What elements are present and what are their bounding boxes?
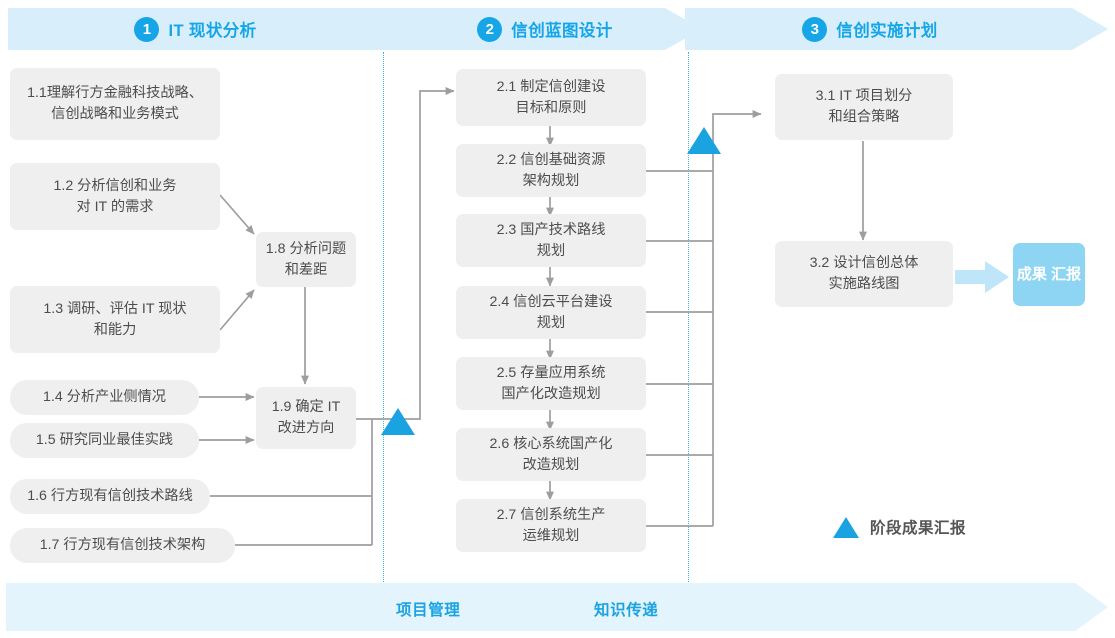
phase-1-title: IT 现状分析	[168, 22, 257, 40]
task-1-7-line-1: 1.7 行方现有信创技术架构	[39, 537, 206, 553]
result-badge-line-2: 汇报	[1051, 266, 1082, 283]
task-box-2-1[interactable]: 2.1 制定信创建设 目标和原则	[456, 69, 646, 126]
result-arrow-shape	[955, 261, 1009, 293]
task-2-4-line-2: 规划	[536, 314, 566, 331]
task-2-7-line-2: 运维规划	[522, 527, 580, 544]
task-box-2-7[interactable]: 2.7 信创系统生产 运维规划	[456, 499, 646, 552]
task-1-8-line-1: 1.8 分析问题	[265, 240, 347, 257]
task-box-2-5[interactable]: 2.5 存量应用系统 国产化改造规划	[456, 357, 646, 410]
legend: 阶段成果汇报	[833, 516, 966, 538]
task-1-9-line-2: 改进方向	[277, 420, 335, 436]
task-1-3-line-2: 和能力	[93, 321, 137, 338]
task-box-1-8[interactable]: 1.8 分析问题 和差距	[256, 232, 356, 287]
task-box-1-2[interactable]: 1.2 分析信创和业务 对 IT 的需求	[10, 163, 220, 230]
phase-3[interactable]: 3 信创实施计划	[700, 8, 1040, 50]
task-box-1-7[interactable]: 1.7 行方现有信创技术架构	[10, 528, 235, 563]
task-2-3-line-2: 规划	[536, 242, 566, 259]
legend-label: 阶段成果汇报	[870, 520, 967, 537]
task-2-3-line-1: 2.3 国产技术路线	[496, 221, 606, 238]
result-badge-line-1: 成果	[1016, 266, 1047, 283]
task-2-2-line-1: 2.2 信创基础资源	[496, 151, 606, 168]
task-box-1-6[interactable]: 1.6 行方现有信创技术路线	[10, 479, 210, 514]
task-3-2-line-2: 实施路线图	[828, 276, 900, 292]
phase-2-title: 信创蓝图设计	[511, 22, 613, 40]
triangle-marker-icon	[833, 516, 859, 538]
task-1-5-line-1: 1.5 研究同业最佳实践	[35, 432, 174, 448]
task-box-1-3[interactable]: 1.3 调研、评估 IT 现状 和能力	[10, 286, 220, 353]
task-box-1-1[interactable]: 1.1理解行方金融科技战略、 信创战略和业务模式	[10, 68, 220, 140]
task-1-3-line-1: 1.3 调研、评估 IT 现状	[43, 300, 187, 317]
task-box-2-6[interactable]: 2.6 核心系统国产化 改造规划	[456, 428, 646, 481]
task-2-1-line-1: 2.1 制定信创建设	[496, 78, 606, 95]
task-1-9-line-1: 1.9 确定 IT	[271, 399, 341, 415]
phase-1[interactable]: 1 IT 现状分析	[8, 8, 383, 50]
task-box-3-1[interactable]: 3.1 IT 项目划分 和组合策略	[775, 74, 953, 140]
task-3-1-line-2: 和组合策略	[828, 109, 900, 125]
bottom-label-project-management[interactable]: 项目管理	[396, 602, 461, 619]
task-2-5-line-1: 2.5 存量应用系统	[496, 364, 606, 381]
result-badge[interactable]: 成果 汇报	[1013, 243, 1085, 306]
task-2-4-line-1: 2.4 信创云平台建设	[489, 293, 613, 310]
task-1-2-line-2: 对 IT 的需求	[76, 198, 154, 215]
task-2-5-line-2: 国产化改造规划	[501, 385, 601, 402]
task-2-2-line-2: 架构规划	[522, 172, 580, 189]
phase-3-number: 3	[802, 16, 828, 42]
phase-1-number: 1	[134, 16, 160, 42]
task-box-2-3[interactable]: 2.3 国产技术路线 规划	[456, 214, 646, 267]
task-1-2-line-1: 1.2 分析信创和业务	[53, 177, 177, 194]
phase-3-title: 信创实施计划	[836, 22, 938, 40]
task-box-1-9[interactable]: 1.9 确定 IT 改进方向	[256, 387, 356, 449]
task-2-6-line-2: 改造规划	[522, 456, 580, 473]
task-box-1-4[interactable]: 1.4 分析产业侧情况	[10, 380, 199, 415]
task-box-3-2[interactable]: 3.2 设计信创总体 实施路线图	[775, 241, 953, 307]
milestone-triangle-phase2	[687, 127, 721, 154]
phase-divider-2	[688, 52, 689, 582]
task-box-1-5[interactable]: 1.5 研究同业最佳实践	[10, 423, 199, 458]
bottom-label-knowledge-transfer[interactable]: 知识传递	[594, 602, 659, 619]
task-1-1-line-1: 1.1理解行方金融科技战略、	[27, 85, 203, 101]
task-2-7-line-1: 2.7 信创系统生产	[496, 506, 606, 523]
task-1-1-line-2: 信创战略和业务模式	[51, 106, 179, 122]
task-1-6-line-1: 1.6 行方现有信创技术路线	[27, 488, 193, 504]
task-box-2-2[interactable]: 2.2 信创基础资源 架构规划	[456, 144, 646, 197]
phase-2-number: 2	[477, 16, 503, 42]
task-3-1-line-1: 3.1 IT 项目划分	[815, 88, 913, 104]
task-1-8-line-2: 和差距	[284, 261, 328, 278]
task-2-1-line-2: 目标和原则	[515, 99, 587, 116]
milestone-triangle-phase1	[381, 408, 415, 435]
task-1-4-line-1: 1.4 分析产业侧情况	[43, 389, 166, 405]
phase-divider-1	[383, 52, 384, 582]
task-2-6-line-1: 2.6 核心系统国产化	[489, 435, 613, 452]
phase-2[interactable]: 2 信创蓝图设计	[395, 8, 695, 50]
task-3-2-line-1: 3.2 设计信创总体	[809, 255, 919, 271]
task-box-2-4[interactable]: 2.4 信创云平台建设 规划	[456, 286, 646, 339]
phase-header-bar: 1 IT 现状分析 2 信创蓝图设计 3 信创实施计划	[0, 8, 1115, 50]
